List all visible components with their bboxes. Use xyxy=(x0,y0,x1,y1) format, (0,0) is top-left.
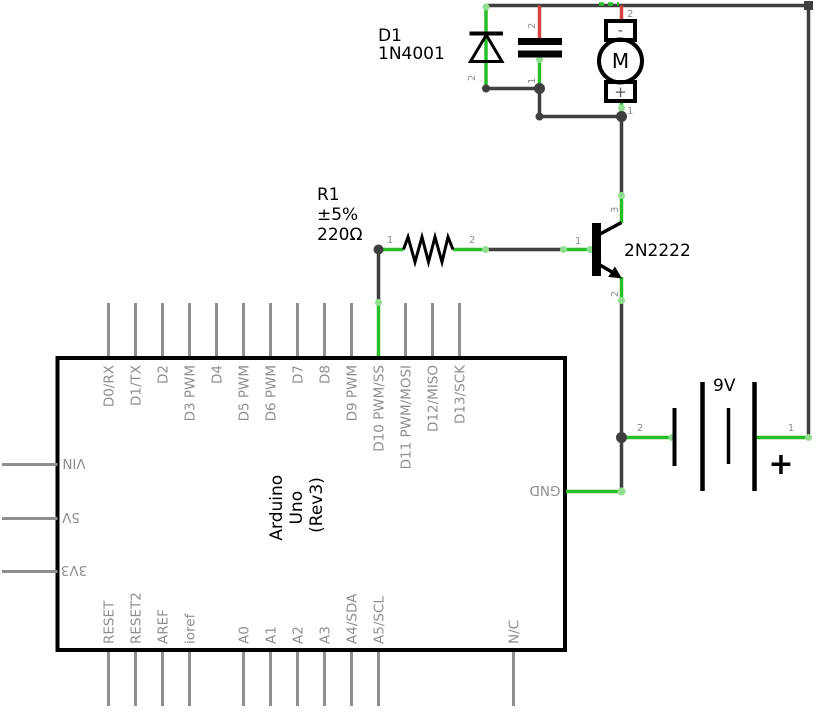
arduino-pin-label-a4-sda: A4/SDA xyxy=(345,593,361,644)
transistor-2n2222[interactable]: 1 3 2 2N2222 xyxy=(560,192,691,304)
resistor-ref-label[interactable]: R1 xyxy=(317,185,340,205)
arduino-pin-label-d7: D7 xyxy=(291,365,307,384)
arduino-title-line2: Uno xyxy=(287,491,307,525)
arduino-pin-label-3v3: 3V3 xyxy=(61,562,87,578)
motor-minus-sign: - xyxy=(618,21,623,39)
battery-voltage-label[interactable]: 9V xyxy=(713,376,736,396)
wire-endpoint xyxy=(618,192,625,199)
wire-endpoint xyxy=(805,434,812,441)
arduino-pin-label-vin: VIN xyxy=(62,455,85,471)
motor-pin2-number: 2 xyxy=(627,9,633,20)
wire-endpoint xyxy=(618,104,625,112)
wire-endpoint xyxy=(586,246,594,253)
wire-endpoint xyxy=(560,246,567,253)
capacitor-pin1-number: 1 xyxy=(527,78,538,84)
wire-endpoint xyxy=(482,246,489,253)
junction-dot xyxy=(535,112,544,121)
resistor-value-label[interactable]: 220Ω xyxy=(317,225,362,245)
junction-dot xyxy=(534,83,545,94)
arduino-body[interactable] xyxy=(55,356,567,652)
resistor-r1[interactable]: 1 2 R1 ±5% 220Ω xyxy=(317,185,489,268)
wire-endpoint xyxy=(618,297,625,304)
resistor-pin1-number: 1 xyxy=(387,235,393,246)
diode-d1[interactable]: 2 D1 1N4001 xyxy=(378,3,505,89)
battery-9v[interactable]: 2 1 9V + xyxy=(621,376,813,491)
arduino-pin-label-d6: D6 PWM xyxy=(264,365,280,421)
resistor-tolerance-label[interactable]: ±5% xyxy=(317,205,358,225)
arduino-title[interactable]: Arduino Uno (Rev3) xyxy=(267,469,327,541)
arduino-pin-label-a2: A2 xyxy=(291,626,307,644)
arduino-pin-label-d13: D13/SCK xyxy=(453,364,469,424)
wire-endpoint xyxy=(536,56,543,63)
arduino-pin-label-nc: N/C xyxy=(507,620,523,644)
transistor-base-bar xyxy=(592,223,601,276)
diode-triangle xyxy=(467,32,505,63)
arduino-pin-label-reset: RESET xyxy=(102,600,118,644)
arduino-pin-label-d4: D4 xyxy=(210,365,226,384)
arduino-pin-label-aref: AREF xyxy=(156,609,172,644)
junction-dot xyxy=(616,111,627,122)
arduino-pin-label-a5-scl: A5/SCL xyxy=(372,596,388,644)
transistor-emitter-arrow xyxy=(608,266,622,279)
wire-corner-cap xyxy=(804,1,813,10)
junction-dot xyxy=(373,244,384,255)
resistor-zigzag xyxy=(402,231,455,268)
resistor-pin2-number: 2 xyxy=(469,235,475,246)
junction-dot xyxy=(616,432,627,443)
diode-part-label[interactable]: 1N4001 xyxy=(378,44,445,64)
wire-endpoint xyxy=(482,3,490,11)
capacitor[interactable]: 2 1 xyxy=(518,5,562,89)
arduino-pin-label-5v: 5V xyxy=(61,509,80,525)
capacitor-plate-bottom xyxy=(518,50,562,58)
battery-pin1-number: 1 xyxy=(788,423,794,434)
battery-plus-sign: + xyxy=(768,447,793,482)
diode-pin-number: 2 xyxy=(467,75,478,81)
arduino-pin-label-a3: A3 xyxy=(318,626,334,644)
arduino-pin-label-a0: A0 xyxy=(237,626,253,644)
arduino-pin-label-gnd: GND xyxy=(530,482,561,498)
arduino-pin-label-d1-tx: D1/TX xyxy=(129,365,145,406)
arduino-pin-label-d3: D3 PWM xyxy=(183,365,199,421)
transistor-collector-lead xyxy=(599,220,623,236)
capacitor-plate-top xyxy=(518,38,562,45)
arduino-title-line1: Arduino xyxy=(267,475,287,541)
diode-ref-label[interactable]: D1 xyxy=(378,26,402,46)
arduino-pin-label-d2: D2 xyxy=(156,365,172,384)
arduino-pin-label-d5: D5 PWM xyxy=(237,365,253,421)
motor-pin1-number: 1 xyxy=(627,106,633,117)
junction-dot xyxy=(482,84,490,93)
arduino-pin-label-d11: D11 PWM/MOSI xyxy=(399,365,415,469)
arduino-pin-label-d9: D9 PWM xyxy=(345,365,361,421)
motor-plus-sign: + xyxy=(614,83,627,101)
arduino-pin-label-d10: D10 PWM/SS xyxy=(372,365,388,452)
arduino-pin-label-reset2: RESET2 xyxy=(129,592,145,644)
transistor-pin3-number: 3 xyxy=(610,207,621,213)
transistor-part-label[interactable]: 2N2222 xyxy=(624,241,691,261)
arduino-title-line3: (Rev3) xyxy=(307,477,327,533)
arduino-pin-label-a1: A1 xyxy=(264,626,280,644)
arduino-pin-label-d8: D8 xyxy=(318,365,334,384)
motor-letter: M xyxy=(612,49,629,73)
battery-pin2-number: 2 xyxy=(637,423,643,434)
wire-endpoint xyxy=(617,487,626,496)
arduino-uno[interactable]: D0/RX D1/TX D2 D3 PWM D4 D5 PWM D6 PWM D… xyxy=(2,299,626,706)
transistor-emitter-lead xyxy=(599,263,614,275)
arduino-pin-label-d12: D12/MISO xyxy=(426,365,442,432)
arduino-pin-label-ioref: ioref xyxy=(183,612,199,644)
arduino-pin-label-d0-rx: D0/RX xyxy=(102,365,118,407)
transistor-pin2-number: 2 xyxy=(610,291,621,297)
motor[interactable]: - M + 2 1 xyxy=(597,5,644,118)
capacitor-pin2-number: 2 xyxy=(527,23,538,29)
motor-body-circle xyxy=(597,37,644,85)
wire-endpoint xyxy=(375,299,382,306)
transistor-pin1-number: 1 xyxy=(575,236,581,247)
